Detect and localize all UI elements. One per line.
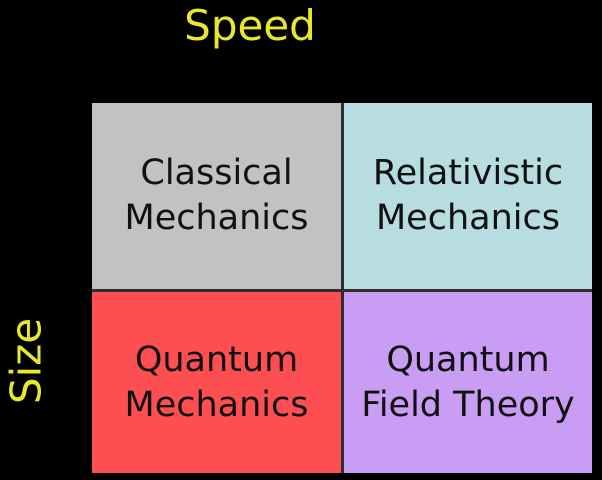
quadrant-relativistic-mechanics: Relativistic Mechanics: [344, 103, 592, 289]
size-axis-label: Size: [1, 317, 51, 405]
quadrant-label-line: Relativistic: [372, 153, 564, 193]
quadrant-label-line: Field Theory: [361, 384, 575, 425]
quadrant-label: Classical Mechanics: [125, 151, 309, 241]
quadrant-label-line: Quantum: [134, 339, 299, 380]
quadrant-quantum-field-theory: Quantum Field Theory: [344, 292, 592, 473]
quadrant-label-line: Classical: [140, 153, 293, 193]
quadrant-label-line: Mechanics: [124, 384, 309, 425]
quadrant-label-line: Mechanics: [375, 198, 560, 238]
quadrant-label-line: Quantum: [386, 339, 550, 380]
quadrant-label: Quantum Field Theory: [361, 338, 575, 428]
quadrant-quantum-mechanics: Quantum Mechanics: [92, 292, 341, 473]
speed-axis-label: Speed: [184, 1, 316, 50]
quadrant-label: Quantum Mechanics: [125, 338, 309, 428]
quadrant-label-line: Mechanics: [124, 198, 309, 238]
quadrant-classical-mechanics: Classical Mechanics: [92, 103, 341, 289]
quadrant-grid: Classical Mechanics Relativistic Mechani…: [92, 103, 592, 473]
quadrant-label: Relativistic Mechanics: [373, 151, 563, 241]
